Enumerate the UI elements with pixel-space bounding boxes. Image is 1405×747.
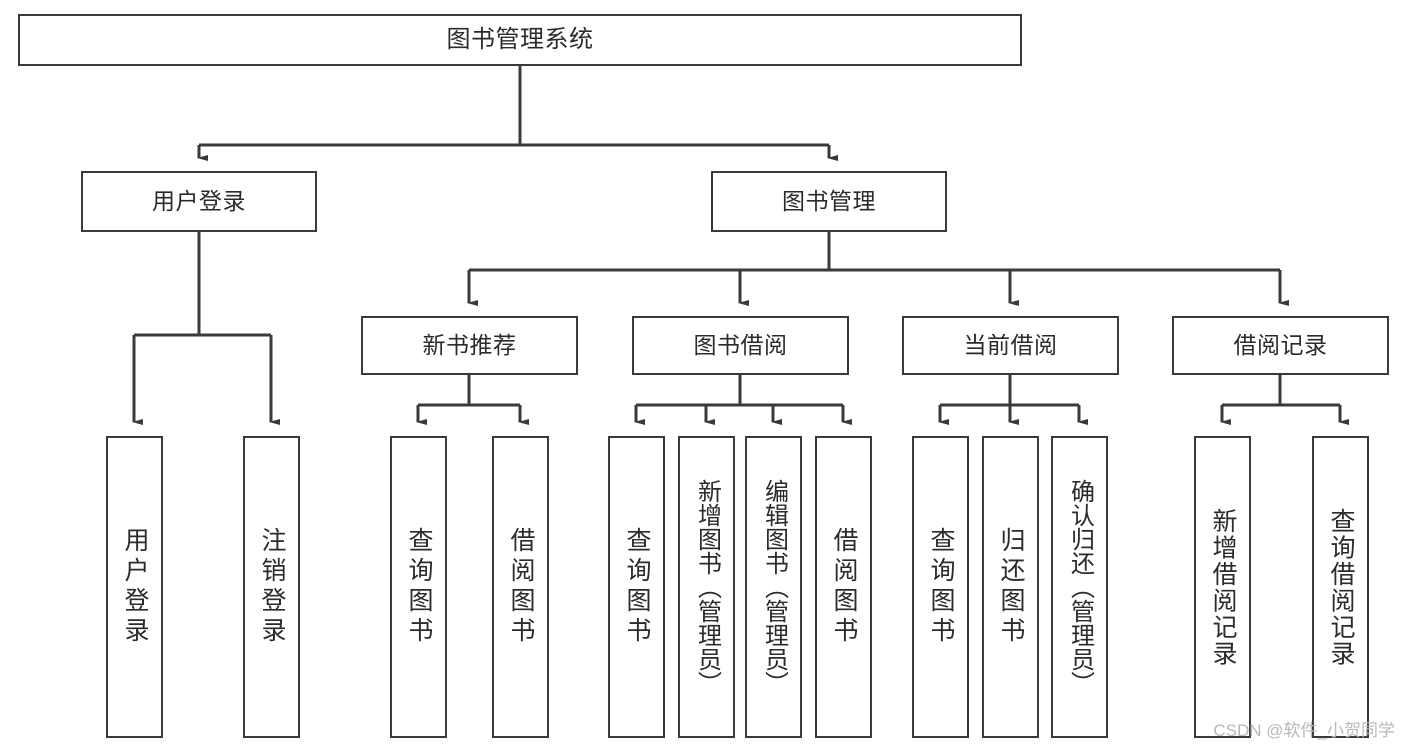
node-leaf-borrow-book-label: 借阅图书 — [830, 527, 858, 647]
node-user-login[interactable]: 用户登录 — [81, 171, 317, 232]
node-book-management[interactable]: 图书管理 — [711, 171, 947, 232]
node-book-management-label: 图书管理 — [782, 187, 876, 214]
node-leaf-add-book-admin[interactable]: 新增图书（管理员） — [678, 436, 735, 738]
node-leaf-borrow-book-recommend[interactable]: 借阅图书 — [492, 436, 549, 738]
node-leaf-query-book-borrow-label: 查询图书 — [623, 527, 651, 647]
node-root-library-management-system[interactable]: 图书管理系统 — [18, 14, 1022, 66]
node-book-borrow[interactable]: 图书借阅 — [632, 316, 849, 375]
node-leaf-query-book-recommend-label: 查询图书 — [405, 527, 433, 647]
new-book-to-leaves-connectors — [416, 375, 529, 425]
node-leaf-return-book-label: 归还图书 — [997, 527, 1025, 647]
node-borrow-record-label: 借阅记录 — [1233, 331, 1328, 358]
node-leaf-confirm-return-admin-label: 确认归还（管理员） — [1066, 479, 1094, 695]
node-root-label: 图书管理系统 — [446, 25, 594, 53]
node-leaf-user-login-label: 用户登录 — [121, 527, 149, 647]
node-leaf-query-book-recommend[interactable]: 查询图书 — [390, 436, 447, 738]
node-leaf-query-book-current[interactable]: 查询图书 — [912, 436, 969, 738]
book-borrow-to-leaves-connectors — [634, 375, 852, 425]
node-leaf-add-book-admin-label: 新增图书（管理员） — [693, 479, 721, 695]
node-leaf-edit-book-admin[interactable]: 编辑图书（管理员） — [745, 436, 802, 738]
node-leaf-edit-book-admin-label: 编辑图书（管理员） — [760, 479, 788, 695]
node-leaf-add-borrow-record-label: 新增借阅记录 — [1209, 507, 1237, 667]
book-manage-to-level3-connectors — [467, 232, 1289, 306]
node-leaf-query-borrow-record-label: 查询借阅记录 — [1327, 507, 1355, 667]
node-leaf-confirm-return-admin[interactable]: 确认归还（管理员） — [1051, 436, 1108, 738]
borrow-record-to-leaves-connectors — [1220, 375, 1349, 425]
node-user-login-label: 用户登录 — [152, 187, 246, 214]
node-current-borrow[interactable]: 当前借阅 — [902, 316, 1119, 375]
node-leaf-query-borrow-record[interactable]: 查询借阅记录 — [1312, 436, 1369, 738]
node-leaf-return-book[interactable]: 归还图书 — [982, 436, 1039, 738]
node-leaf-logout-label: 注销登录 — [258, 527, 286, 647]
node-leaf-user-login[interactable]: 用户登录 — [106, 436, 163, 738]
node-leaf-logout[interactable]: 注销登录 — [243, 436, 300, 738]
node-leaf-add-borrow-record[interactable]: 新增借阅记录 — [1194, 436, 1251, 738]
node-new-book-recommend-label: 新书推荐 — [422, 331, 517, 358]
user-login-to-leaves-connectors — [132, 232, 280, 425]
current-borrow-to-leaves-connectors — [938, 375, 1088, 425]
node-new-book-recommend[interactable]: 新书推荐 — [361, 316, 578, 375]
node-borrow-record[interactable]: 借阅记录 — [1172, 316, 1389, 375]
node-leaf-query-book-current-label: 查询图书 — [927, 527, 955, 647]
root-to-level2-connectors — [197, 66, 838, 161]
node-leaf-borrow-book-recommend-label: 借阅图书 — [507, 527, 535, 647]
node-current-borrow-label: 当前借阅 — [963, 331, 1058, 358]
node-leaf-borrow-book[interactable]: 借阅图书 — [815, 436, 872, 738]
node-book-borrow-label: 图书借阅 — [693, 331, 788, 358]
node-leaf-query-book-borrow[interactable]: 查询图书 — [608, 436, 665, 738]
